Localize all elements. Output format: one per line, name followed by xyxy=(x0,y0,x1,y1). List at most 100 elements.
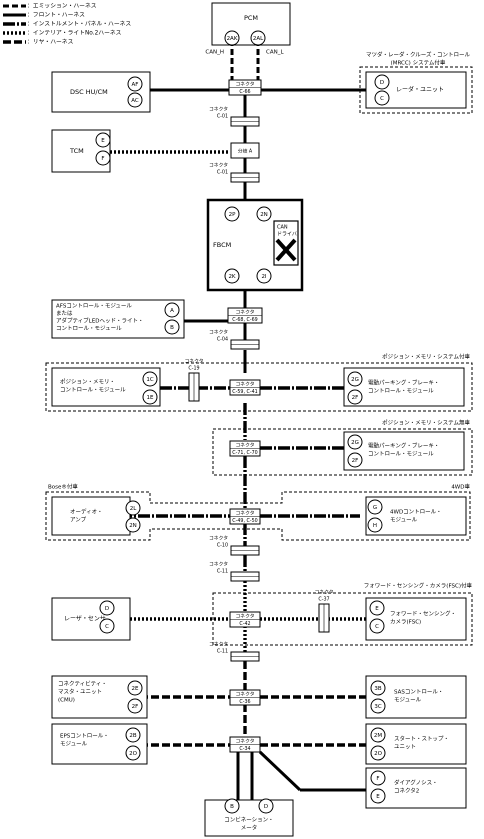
combi-label: メータ xyxy=(241,824,258,832)
connector-word: コネクタ xyxy=(315,589,334,596)
pin xyxy=(250,30,266,46)
pin xyxy=(256,268,272,284)
pin-label: 2O xyxy=(374,751,382,757)
pin xyxy=(370,770,386,786)
pin xyxy=(125,517,141,533)
pin-label: 2P xyxy=(229,212,236,218)
pin xyxy=(256,206,272,222)
pin-label: D xyxy=(105,606,109,612)
pin-label: 2AL xyxy=(253,36,264,42)
connector-id: C-11 xyxy=(217,649,228,655)
afs-label: または xyxy=(56,310,73,317)
pin xyxy=(224,206,240,222)
epb2-label: コントロール・モジュール xyxy=(368,451,434,458)
connector-id: C-36 xyxy=(239,699,250,705)
wires xyxy=(3,4,366,800)
pin-label: 1C xyxy=(146,377,153,383)
connector-id: C-11 xyxy=(217,569,228,575)
pin xyxy=(95,150,111,166)
boxes xyxy=(45,2,473,837)
cmu-label: (CMU) xyxy=(58,698,75,704)
connector-id: C-04 xyxy=(217,337,228,343)
pin xyxy=(95,132,111,148)
afs-label: アダプティブLEDヘッド・ライト・ xyxy=(56,317,143,325)
connector-word: コネクタ xyxy=(209,162,228,169)
afs-label: AFSコントロール・モジュール xyxy=(56,303,132,310)
pin xyxy=(125,727,141,743)
fbcm-label: FBCM xyxy=(213,241,231,249)
pin-label: F xyxy=(101,156,104,162)
pin-label: 2G xyxy=(351,440,359,446)
pin-label: 3C xyxy=(374,704,381,710)
legend-label: ：インストルメント・パネル・ハーネス xyxy=(27,21,131,28)
connector-word: コネクタ xyxy=(209,561,228,568)
connector-word: コネクタ xyxy=(209,535,228,542)
pin-label: 3B xyxy=(374,686,381,692)
pin-label: E xyxy=(376,794,380,800)
pin xyxy=(347,434,363,450)
epb1-label: コントロール・モジュール xyxy=(368,388,434,395)
connector-id: C-66 xyxy=(239,89,250,95)
no-memory-note: ポジション・メモリ・システム無車 xyxy=(382,419,470,427)
connector-word: コネクタ xyxy=(236,691,255,698)
pin-label: A xyxy=(170,308,174,314)
pin-label: 2G xyxy=(351,377,359,383)
pin xyxy=(127,76,143,92)
pin-label: E xyxy=(375,606,379,612)
pin xyxy=(164,319,180,335)
pin xyxy=(127,680,143,696)
cmu-label: マスタ・ユニット xyxy=(58,688,102,696)
fsc-label: カメラ(FSC) xyxy=(390,619,421,626)
epb1-label: 電動パーキング・ブレーキ・ xyxy=(368,379,439,387)
sas-label: SASコントロール・ xyxy=(394,689,443,696)
pin-label: C xyxy=(380,96,384,102)
dsc-label: DSC HU/CM xyxy=(70,88,108,96)
connector-word: コネクタ xyxy=(236,309,255,316)
connector-word: コネクタ xyxy=(236,738,255,745)
pin xyxy=(347,371,363,387)
pin-label: 1E xyxy=(147,395,154,401)
awd-box xyxy=(365,496,467,536)
connector-word: コネクタ xyxy=(236,442,255,449)
memory-option-frame xyxy=(45,362,473,412)
legend-label: ：インテリア・ライトNo.2ハーネス xyxy=(27,30,122,37)
connector-id: C-37 xyxy=(318,597,329,603)
pin xyxy=(142,371,158,387)
pin xyxy=(367,517,383,533)
connector-id: C-42 xyxy=(239,621,250,627)
memory-label: ポジション・メモリ・ xyxy=(60,379,115,386)
pcm-label: PCM xyxy=(244,14,258,22)
pin-label: 2F xyxy=(132,704,139,710)
connector-word: コネクタ xyxy=(236,613,255,620)
connector-id: C-19 xyxy=(188,366,199,372)
pin-label: AF xyxy=(132,82,139,88)
tcm-label: TCM xyxy=(69,147,84,155)
afs-box xyxy=(51,299,185,339)
dlc-label: コネクタ2 xyxy=(394,787,419,795)
legend-label: ：エミッション・ハーネス xyxy=(27,3,97,10)
pin xyxy=(164,302,180,318)
branch-a xyxy=(230,142,260,159)
legend-label: ：リヤ・ハーネス xyxy=(27,39,74,46)
pin-label: D xyxy=(380,80,384,86)
pin xyxy=(142,389,158,405)
can-l-label: CAN_L xyxy=(266,50,284,56)
eps-label: EPSコントロール・ xyxy=(60,733,109,740)
bose-note: Bose®付車 xyxy=(48,483,78,491)
pin xyxy=(370,698,386,714)
connector-word: コネクタ xyxy=(236,81,255,88)
laser-label: レーザ・センサ xyxy=(64,616,106,623)
pin xyxy=(347,452,363,468)
pin xyxy=(127,698,143,714)
bose-4wd-frame xyxy=(45,491,471,541)
pin-label: 2AK xyxy=(227,36,238,42)
pin-label: 2F xyxy=(352,458,359,464)
pin-label: 2I xyxy=(261,274,266,280)
stop-label: ユニット xyxy=(394,744,416,751)
memory-box xyxy=(51,367,161,407)
pin xyxy=(367,499,383,515)
pin-label: E xyxy=(101,138,105,144)
pin-label: D xyxy=(264,804,268,810)
connector-id: C-34 xyxy=(239,746,250,752)
